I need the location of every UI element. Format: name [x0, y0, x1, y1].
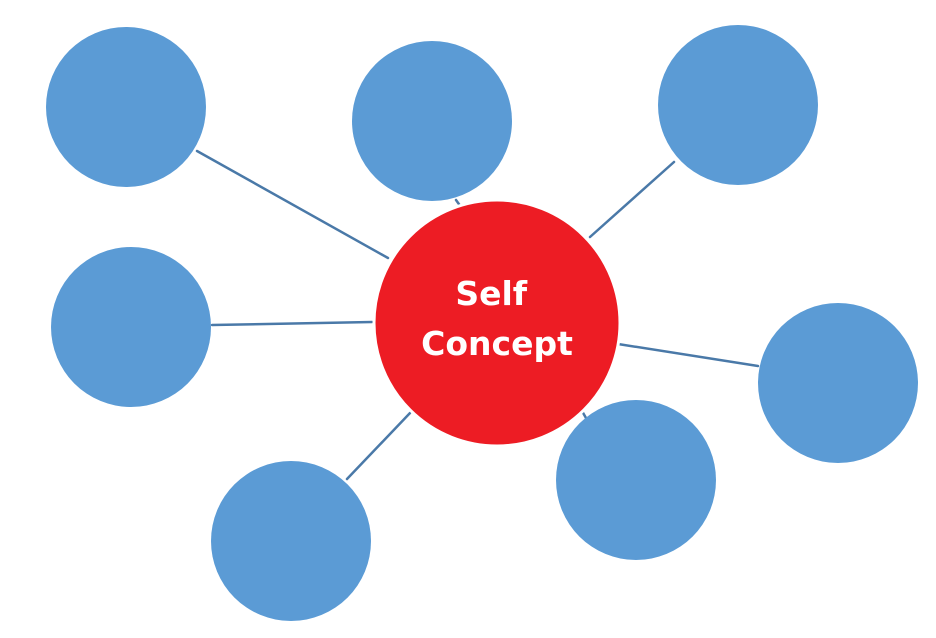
- center-node: Self Concept: [372, 198, 622, 448]
- satellite-circle: [658, 25, 818, 185]
- connector-line: [588, 160, 676, 239]
- center-label: Self Concept: [421, 274, 573, 363]
- satellite-circle: [352, 41, 512, 201]
- center-circle: [372, 198, 622, 448]
- center-label-line-2: Concept: [421, 324, 573, 363]
- satellite-circle: [758, 303, 918, 463]
- connector-line: [210, 320, 374, 327]
- connector-line: [616, 342, 760, 368]
- satellite-circle: [211, 461, 371, 621]
- satellite-circle: [556, 400, 716, 560]
- connector-line: [195, 149, 390, 260]
- satellite-circle: [46, 27, 206, 187]
- connector-line: [345, 411, 412, 481]
- center-label-line-1: Self: [455, 274, 527, 313]
- satellite-circle: [51, 247, 211, 407]
- satellite-nodes: [46, 25, 918, 621]
